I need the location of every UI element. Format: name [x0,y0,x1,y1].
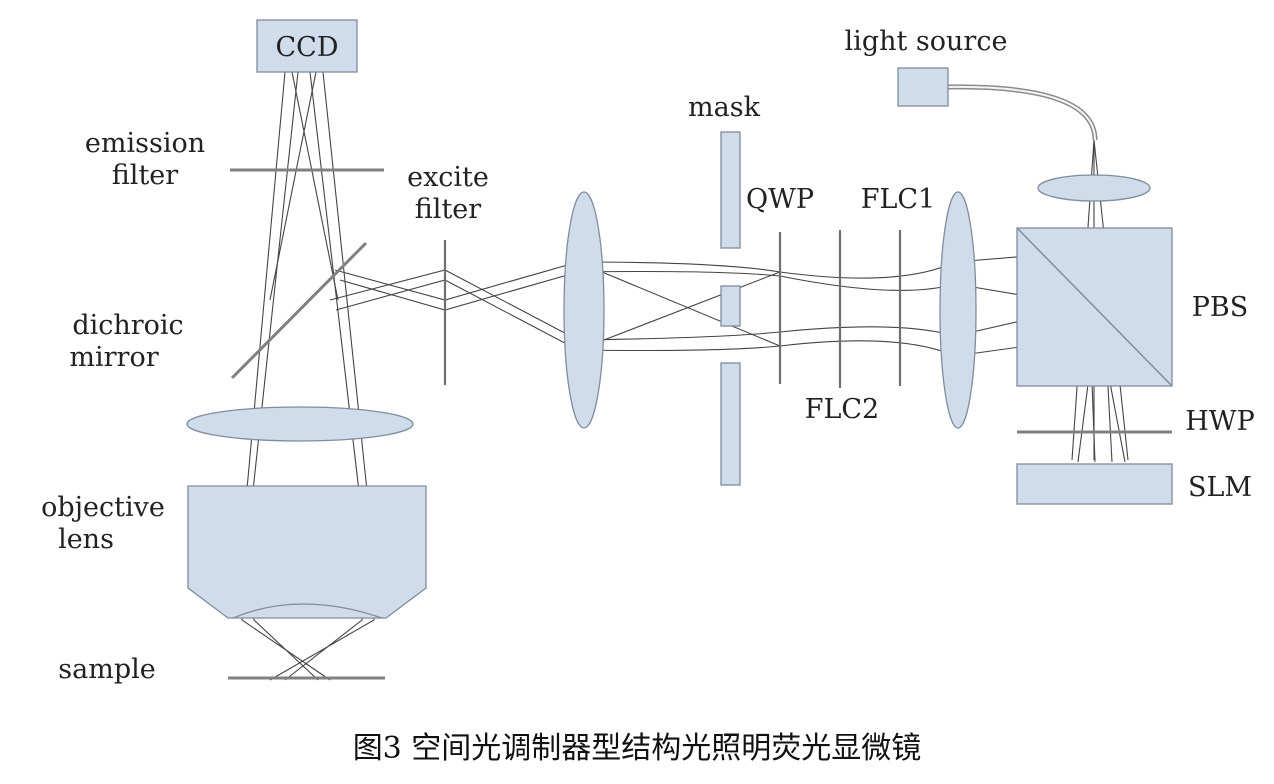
optical-fiber [947,84,1098,141]
relay-ray [577,270,956,291]
pbs-diagonal [1016,227,1173,387]
flc1-label: FLC1 [861,184,936,215]
relay-ray [577,326,956,341]
relay-lens-right [939,191,977,429]
dichroic-mirror-plate [230,241,368,380]
excitation-ray [335,279,579,351]
excitation-ray [334,261,579,301]
mask-middle-segment [720,285,741,327]
relay-ray [577,261,781,347]
objective-lens-label-line2: lens [58,524,114,555]
light-source-label: light source [845,26,1008,57]
relay-ray [577,271,781,351]
relay-ray [577,261,956,279]
light-source-box [897,67,949,107]
emission-filter-label-line2: filter [112,160,178,191]
objective-lens-body [187,485,427,619]
flc2-label: FLC2 [805,394,880,425]
sample-label: sample [58,654,155,685]
slm-label: SLM [1188,472,1252,503]
relay-ray [577,340,956,357]
tube-lens [186,406,414,442]
dichroic-mirror-label-line2: mirror [69,342,158,373]
mask-lower-segment [720,362,741,486]
slm-panel [1016,463,1173,505]
objective-lens-front-element [232,603,383,619]
condenser-lens [1037,174,1151,202]
ccd-detector [256,19,358,73]
objective-lens-label-line1: objective [41,492,165,523]
imaging-ray [291,71,339,301]
excite-filter-label-line2: filter [415,194,481,225]
pbs-label: PBS [1192,292,1249,323]
figure-caption: 图3 空间光调制器型结构光照明荧光显微镜 [353,731,922,766]
excite-filter-label-line1: excite [407,162,489,193]
ccd-label: CCD [276,32,339,63]
hwp-label: HWP [1185,406,1254,437]
relay-lens-left [563,191,605,429]
imaging-ray [269,71,317,301]
dichroic-mirror-label-line1: dichroic [72,310,183,341]
mask-label: mask [688,92,761,123]
mask-upper-segment [720,131,741,249]
excitation-ray [329,269,579,341]
qwp-label: QWP [746,184,814,215]
optical-fiber-core [947,85,1096,141]
emission-filter-label-line1: emission [85,128,205,159]
